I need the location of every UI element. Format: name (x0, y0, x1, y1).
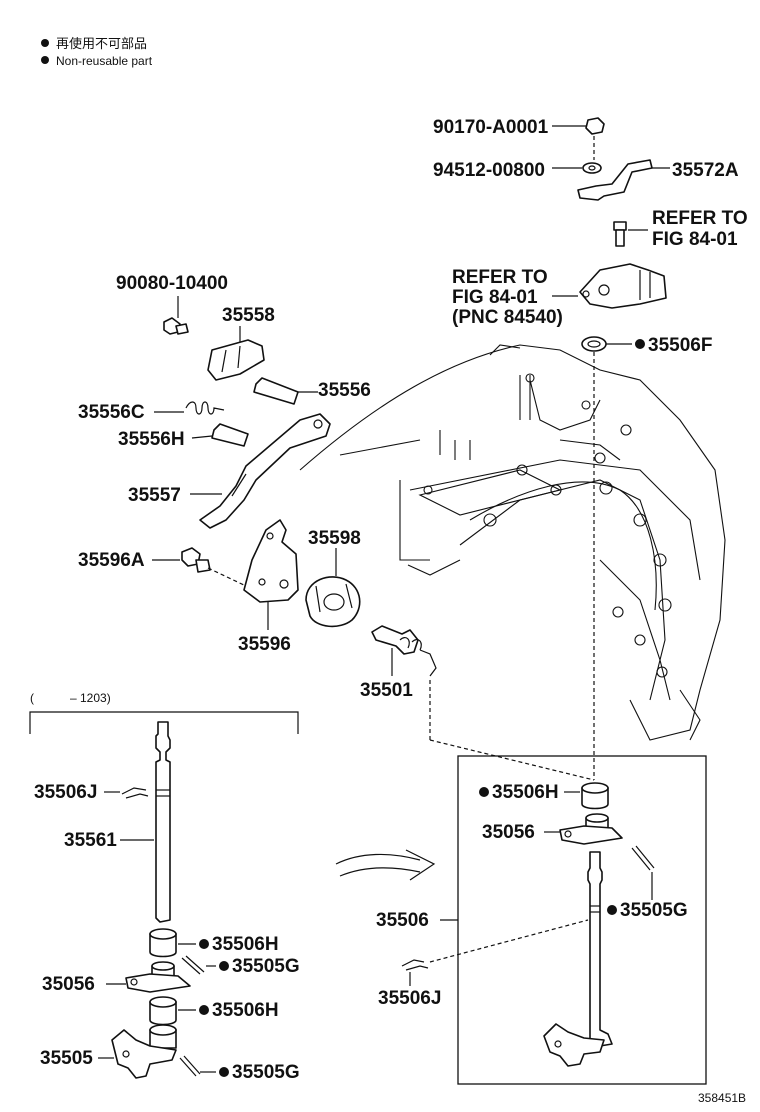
label-94512-00800: 94512-00800 (433, 160, 545, 181)
figure-code: 358451B (698, 1091, 746, 1105)
legend-en-text: Non-reusable part (56, 54, 153, 68)
non-reusable-marker-icon (219, 1067, 229, 1077)
non-reusable-marker-icon (199, 939, 209, 949)
label-90080-10400: 90080-10400 (116, 273, 228, 294)
label-35506j-right: 35506J (378, 988, 441, 1009)
bolt-icon (615, 229, 625, 247)
neutral-start-switch-icon (579, 263, 667, 309)
label-35506h-left-a: 35506H (212, 934, 279, 955)
label-35556h: 35556H (118, 429, 185, 450)
label-35556c: 35556C (78, 402, 145, 423)
bracket-icon (125, 973, 191, 993)
nut-icon (585, 117, 605, 135)
manual-valve-lever-group: 35596A 35596 35598 35501 (78, 519, 595, 781)
refer-note-1-line2: FIG 84-01 (652, 229, 738, 250)
label-35598: 35598 (308, 528, 361, 549)
label-35556: 35556 (318, 380, 371, 401)
label-35596: 35596 (238, 634, 291, 655)
spring-icon (185, 401, 225, 415)
non-reusable-marker-icon (219, 961, 229, 971)
label-35505g-right: 35505G (620, 900, 688, 921)
refer-note-2-line1: REFER TO (452, 267, 548, 288)
oil-seal-icon (581, 336, 607, 352)
spring-pin-icon (179, 1055, 201, 1077)
non-reusable-marker-icon (479, 787, 489, 797)
label-35505g-left-b: 35505G (232, 1062, 300, 1083)
non-reusable-marker-icon (199, 1005, 209, 1015)
collar-icon (149, 933, 177, 958)
detent-lever-group: 90080-10400 35558 35556 35556C 35556H 35… (78, 273, 371, 529)
label-35056-left: 35056 (42, 974, 95, 995)
transmission-case (299, 344, 726, 741)
label-35506h-right: 35506H (492, 782, 559, 803)
label-35506: 35506 (376, 910, 429, 931)
pin-icon (253, 377, 299, 405)
label-35501: 35501 (360, 680, 413, 701)
bracket-icon (577, 159, 653, 201)
clip-icon (401, 959, 429, 971)
non-reusable-marker-icon (41, 39, 49, 47)
range-open-paren: ( (30, 691, 34, 705)
label-35558: 35558 (222, 305, 275, 326)
manual-valve-lever-icon (543, 1023, 605, 1067)
legend: 再使用不可部品 Non-reusable part (41, 36, 153, 68)
manual-valve-lever-icon (111, 1029, 177, 1079)
label-35056-right: 35056 (482, 822, 535, 843)
label-35506f: 35506F (648, 335, 712, 356)
washer-icon (582, 162, 602, 174)
range-label: – 1203) (70, 691, 111, 705)
label-35505g-left-a: 35505G (232, 956, 300, 977)
non-reusable-marker-icon (607, 905, 617, 915)
left-assembly: ( – 1203) 35506J 35561 35506H 35505G 350… (29, 691, 300, 1083)
range-bracket (29, 711, 299, 734)
top-right-parts: 90170-A0001 94512-00800 35572A REFER TO … (433, 117, 748, 780)
refer-note-1-line1: REFER TO (652, 208, 748, 229)
spring-pin-icon (181, 955, 205, 975)
manual-valve-shaft-icon (155, 721, 171, 923)
label-35557: 35557 (128, 485, 181, 506)
right-assembly: 35506H 35056 35505G 35506 35506J (376, 755, 707, 1085)
arrow-icon (335, 853, 421, 865)
lever-plate-icon (243, 519, 299, 603)
non-reusable-marker-icon (635, 339, 645, 349)
label-90170-a0001: 90170-A0001 (433, 117, 549, 138)
label-35506j-left: 35506J (34, 782, 97, 803)
spring-pin-icon (631, 845, 655, 871)
label-35572a: 35572A (672, 160, 739, 181)
bracket-icon (559, 825, 623, 845)
parking-lock-rod-icon (371, 625, 419, 655)
pin-icon (211, 423, 249, 447)
label-35506h-left-b: 35506H (212, 1000, 279, 1021)
label-35596a: 35596A (78, 550, 145, 571)
label-35505: 35505 (40, 1048, 93, 1069)
label-35561: 35561 (64, 830, 117, 851)
legend-jp-text: 再使用不可部品 (56, 36, 147, 51)
transition-arrow (335, 849, 436, 881)
detent-spring-plate-icon (207, 339, 265, 381)
non-reusable-marker-icon (41, 56, 49, 64)
manual-shaft-seal-icon (305, 576, 361, 628)
manual-valve-shaft-icon (587, 851, 613, 1047)
refer-note-2-line2: FIG 84-01 (452, 287, 538, 308)
refer-note-2-line3: (PNC 84540) (452, 307, 563, 328)
clip-icon (121, 787, 149, 799)
manual-detent-lever-icon (199, 413, 331, 529)
